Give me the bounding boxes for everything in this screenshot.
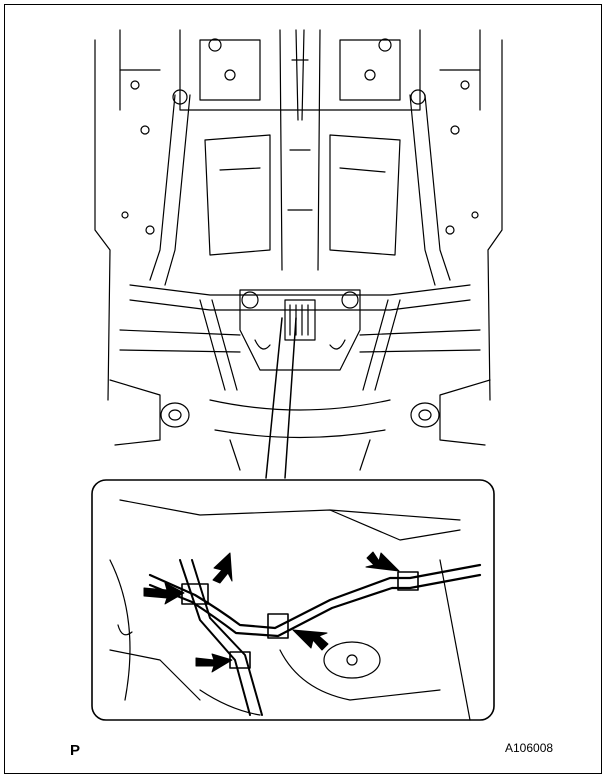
- arrow-lower-clamp: [195, 653, 233, 673]
- callout-leader: [265, 317, 297, 479]
- arrow-right-clamp: [365, 551, 400, 572]
- arrow-upper-clamp: [212, 552, 233, 584]
- underbody-overview: [94, 29, 503, 471]
- marker-letter: P: [70, 742, 81, 759]
- callout-arrows: [143, 551, 400, 673]
- arrow-middle-clamp: [292, 629, 329, 651]
- arrow-left-clamp: [143, 582, 185, 605]
- figure-code: A106008: [505, 741, 554, 755]
- detail-callout: [91, 479, 495, 721]
